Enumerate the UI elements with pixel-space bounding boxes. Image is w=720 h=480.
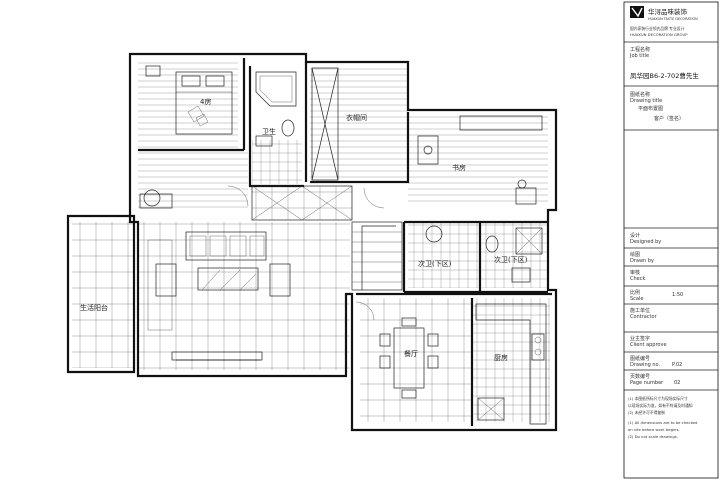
company-en: HUAXUN TASTE DECORATION [648, 17, 698, 21]
note-6: (2) Do not scale drawings. [628, 434, 678, 439]
wardrobe [311, 67, 339, 181]
dining-table [379, 317, 439, 399]
plant-1 [143, 189, 161, 207]
drawing-no-value: P.02 [672, 362, 682, 368]
note-3: (2) 未经许可不得复制 [628, 410, 665, 415]
door-swing-1 [227, 185, 249, 207]
toilet-1 [281, 119, 295, 137]
note-5: on site before work begins. [628, 427, 680, 432]
drawing-no-label: 图纸编号 [630, 355, 650, 362]
shower-tub [255, 71, 297, 107]
study-desk [417, 115, 543, 205]
title-block: 华浔品味装饰 HUAXUN TASTE DECORATION 国内家装行业领先品… [623, 1, 719, 479]
drawing-label-en: Drawing title [630, 98, 662, 104]
bath-floor [252, 140, 302, 184]
cloakroom-floor [310, 66, 408, 178]
door-swing-2 [363, 187, 385, 209]
scale-value: 1:50 [672, 292, 683, 298]
label-bedroom4: 4房 [200, 97, 211, 106]
label-second-bath: 次卫(下区) [418, 259, 452, 268]
label-kitchen: 厨房 [494, 353, 508, 362]
designed-label-en: Designed by [630, 239, 661, 245]
project-label: 工程名称 [630, 46, 650, 53]
balcony-floor [72, 222, 134, 368]
contractor-label: 施工单位 [630, 307, 650, 314]
study-floor [408, 114, 548, 204]
page-label-en: Page number [630, 380, 664, 386]
bath3-floor [480, 222, 548, 288]
label-balcony: 生活阳台 [80, 303, 108, 312]
hx-logo-icon [630, 6, 644, 18]
drawing-sub: 客户（签名） [654, 115, 684, 122]
shower-3 [515, 227, 543, 255]
scale-label: 比例 [630, 289, 640, 296]
check-label-en: Check [630, 276, 645, 282]
project-label-en: Job title [629, 53, 649, 59]
sink-1 [255, 135, 273, 147]
door-swing-3 [355, 301, 375, 321]
outer-wall [128, 52, 558, 432]
drawn-label-en: Drawn by [630, 258, 654, 264]
shower-3-x [515, 227, 543, 255]
label-bath-small: 卫生 [262, 127, 276, 136]
check-label: 审核 [630, 269, 640, 276]
wardrobe-x [311, 67, 339, 181]
chair-1 [139, 193, 173, 209]
stair [351, 221, 403, 291]
label-study: 书房 [452, 163, 466, 172]
note-2: 以现场实际为准，如有不符请及时通知 [628, 403, 693, 408]
bed [175, 71, 233, 135]
company-slogan: 国内家装行业领先品牌 专业设计 [630, 26, 685, 31]
corridor-floor [138, 150, 248, 208]
bedroom-floor [138, 62, 238, 150]
interior-wall-dining [356, 292, 552, 426]
interior-wall-bath [402, 220, 548, 294]
toilet-2 [485, 235, 499, 253]
company-group: HUAXUN DECORATION GROUP [630, 32, 688, 37]
contractor-label-en: Contractor [630, 314, 658, 320]
label-cloakroom: 衣帽间 [346, 113, 367, 122]
designed-label: 设计 [630, 232, 640, 239]
drawing-name: 平面布置图 [638, 105, 663, 112]
washbasin-2 [425, 225, 443, 243]
project-name: 凤华园B6-2-702曹先生 [630, 71, 699, 80]
client-label-en: Client approve [630, 342, 667, 348]
label-second-bath-2: 次卫(下区) [494, 255, 528, 264]
sofa-set [147, 231, 291, 361]
company-name: 华浔品味装饰 [648, 7, 688, 16]
drawing-label: 图纸名称 [630, 91, 650, 98]
dining-floor [360, 298, 472, 422]
scale-label-en: Scale [630, 296, 643, 302]
hall-floor [252, 186, 352, 220]
hall-cabinet [251, 185, 353, 221]
drawn-label: 绘图 [630, 251, 640, 258]
washer [511, 267, 531, 283]
page-label: 页数编号 [630, 373, 650, 380]
note-1: (1) 本图纸所标尺寸为现场实际尺寸 [628, 396, 688, 401]
client-label: 业主签字 [630, 335, 650, 342]
interior-wall-top [138, 58, 410, 188]
kitchen-counter [475, 303, 547, 425]
label-dining: 餐厅 [404, 349, 418, 358]
page-value: 02 [674, 380, 680, 386]
balcony-wall [66, 214, 136, 374]
plan-area: 4房 卫生 衣帽间 书房 生活阳台 次卫(下区) 次卫(下区) 餐厅 厨房 [66, 52, 558, 432]
bath2-floor [408, 222, 480, 288]
note-4: (1) All dimensions are to be checked [628, 420, 698, 425]
nightstand [145, 65, 161, 77]
drawing-no-label-en: Drawing no. [630, 362, 661, 368]
